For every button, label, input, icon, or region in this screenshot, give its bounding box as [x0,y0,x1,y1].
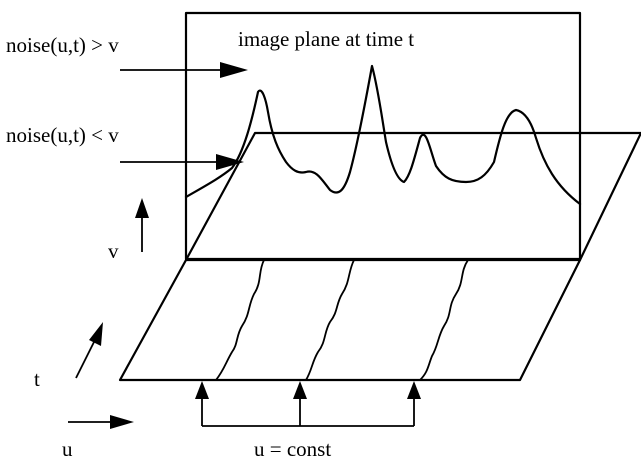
t-axis-arrowhead [89,322,103,346]
image-plane-label: image plane at time t [238,27,414,51]
t-axis-label: t [34,367,40,391]
u-const-label: u = const [254,437,331,461]
u-axis-arrowhead [110,415,134,429]
noise-below-arrowhead [216,154,244,170]
noise-below-label: noise(u,t) < v [6,123,119,147]
arrowhead-1 [195,381,209,399]
level-line-3 [419,259,469,381]
t-axis-arrow [75,337,97,379]
noise-curve [184,64,582,206]
arrowhead-2 [293,381,307,399]
noise-above-label: noise(u,t) > v [6,33,119,57]
level-line-2 [305,259,355,381]
domain-parallelogram [118,258,582,382]
v-axis-arrowhead [135,198,149,218]
v-axis-label: v [108,239,119,263]
arrowhead-3 [407,381,421,399]
level-line-1 [215,259,265,381]
threshold-plane [184,131,641,262]
noise-above-arrowhead [220,62,248,78]
u-axis-label: u [62,437,73,461]
